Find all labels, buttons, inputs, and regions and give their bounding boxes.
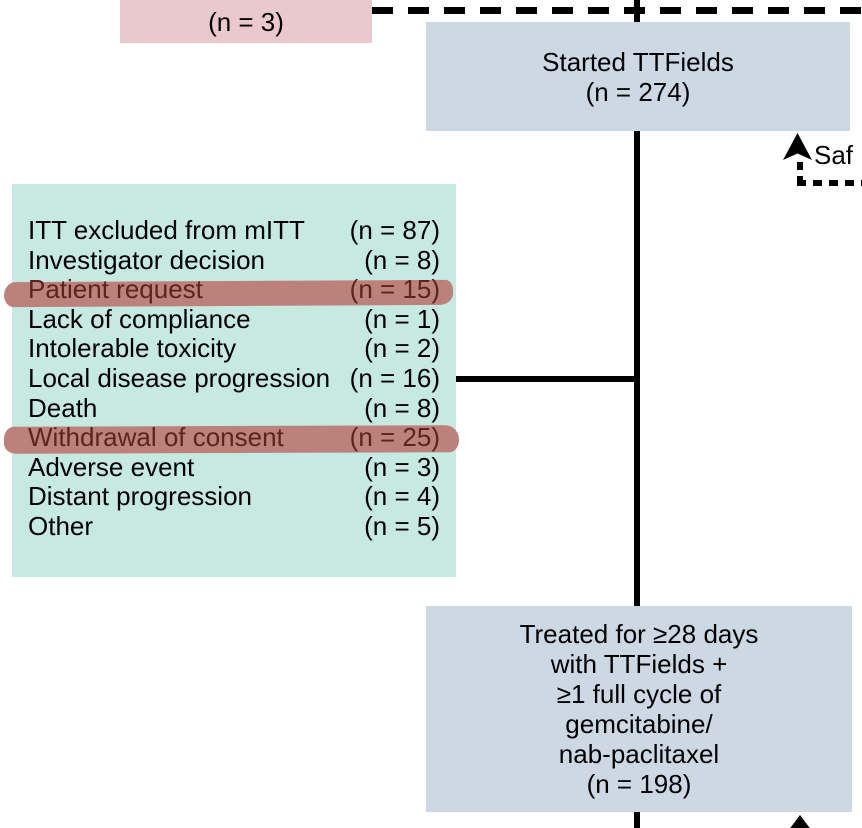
exclusion-row: Other (n = 5) — [28, 510, 440, 542]
count-label: (n = 3) — [208, 7, 284, 37]
safety-label: Saf — [814, 140, 854, 170]
exclusion-row: Investigator decision (n = 8) — [28, 244, 440, 276]
exclusion-count: (n = 5) — [364, 510, 440, 541]
exclusion-label: Investigator decision — [28, 244, 266, 275]
count-label: (n = 198) — [586, 769, 692, 799]
exclusion-count: (n = 15) — [349, 274, 440, 305]
exclusion-count: (n = 8) — [364, 244, 440, 275]
exclusion-label: Death — [28, 392, 98, 423]
flow-line-vertical — [634, 0, 640, 23]
arrow-up-icon — [790, 815, 810, 828]
exclusion-label: Patient request — [28, 274, 203, 305]
exclusion-label: Lack of compliance — [28, 303, 251, 334]
flow-line-vertical — [634, 812, 640, 828]
count-label: (n = 274) — [585, 76, 691, 107]
box-line: nab-paclitaxel — [558, 739, 720, 769]
exclusion-label: Withdrawal of consent — [28, 422, 284, 453]
mitt-exclusions-box: ITT excluded from mITT (n = 87) Investig… — [3, 184, 460, 577]
exclusion-label: Distant progression — [28, 481, 252, 512]
flow-line-horizontal — [455, 376, 637, 382]
exclusion-row: ITT excluded from mITT (n = 87) — [28, 215, 440, 246]
exclusion-count: (n = 1) — [364, 303, 440, 334]
exclusion-row: Death (n = 8) — [28, 392, 440, 424]
exclusion-row: Lack of compliance (n = 1) — [28, 303, 440, 335]
exclusion-label: Adverse event — [28, 451, 195, 482]
exclusion-label: Local disease progression — [28, 362, 331, 393]
exclusion-count: (n = 4) — [364, 481, 440, 512]
exclusion-row: Adverse event (n = 3) — [28, 451, 440, 483]
clipped-exclusion-box: (n = 3) — [120, 0, 372, 43]
box-line: ≥1 full cycle of — [556, 679, 722, 709]
arrow-up-icon — [783, 133, 812, 160]
exclusion-label: ITT excluded from mITT — [28, 215, 305, 245]
exclusion-count: (n = 87) — [349, 215, 440, 245]
exclusion-count: (n = 3) — [364, 451, 440, 482]
box-line: with TTFields + — [550, 649, 728, 679]
exclusion-label: Other — [28, 510, 94, 541]
dashed-connector-vertical — [797, 162, 803, 183]
exclusion-row-highlighted: Withdrawal of consent (n = 25) — [28, 423, 440, 453]
exclusion-count: (n = 16) — [349, 362, 440, 393]
started-ttfields-box: Started TTFields (n = 274) — [426, 22, 850, 131]
box-line: Treated for ≥28 days — [519, 619, 759, 649]
exclusion-count: (n = 2) — [364, 333, 440, 364]
dashed-connector-horizontal — [797, 180, 862, 186]
exclusion-row: Intolerable toxicity (n = 2) — [28, 334, 440, 364]
box-line: gemcitabine/ — [565, 709, 713, 739]
exclusion-count: (n = 8) — [364, 392, 440, 423]
exclusion-label: Intolerable toxicity — [28, 333, 237, 364]
box-title: Started TTFields — [542, 46, 734, 77]
flow-line-vertical — [634, 131, 640, 606]
exclusion-row: Distant progression (n = 4) — [28, 482, 440, 512]
treated-28days-box: Treated for ≥28 days with TTFields + ≥1 … — [426, 606, 852, 812]
exclusion-row: Local disease progression (n = 16) — [28, 362, 440, 394]
exclusion-count: (n = 25) — [349, 422, 440, 453]
exclusion-list: ITT excluded from mITT (n = 87) Investig… — [12, 184, 456, 542]
exclusion-row-highlighted: Patient request (n = 15) — [28, 275, 440, 305]
dashed-connector-horizontal — [372, 7, 862, 14]
